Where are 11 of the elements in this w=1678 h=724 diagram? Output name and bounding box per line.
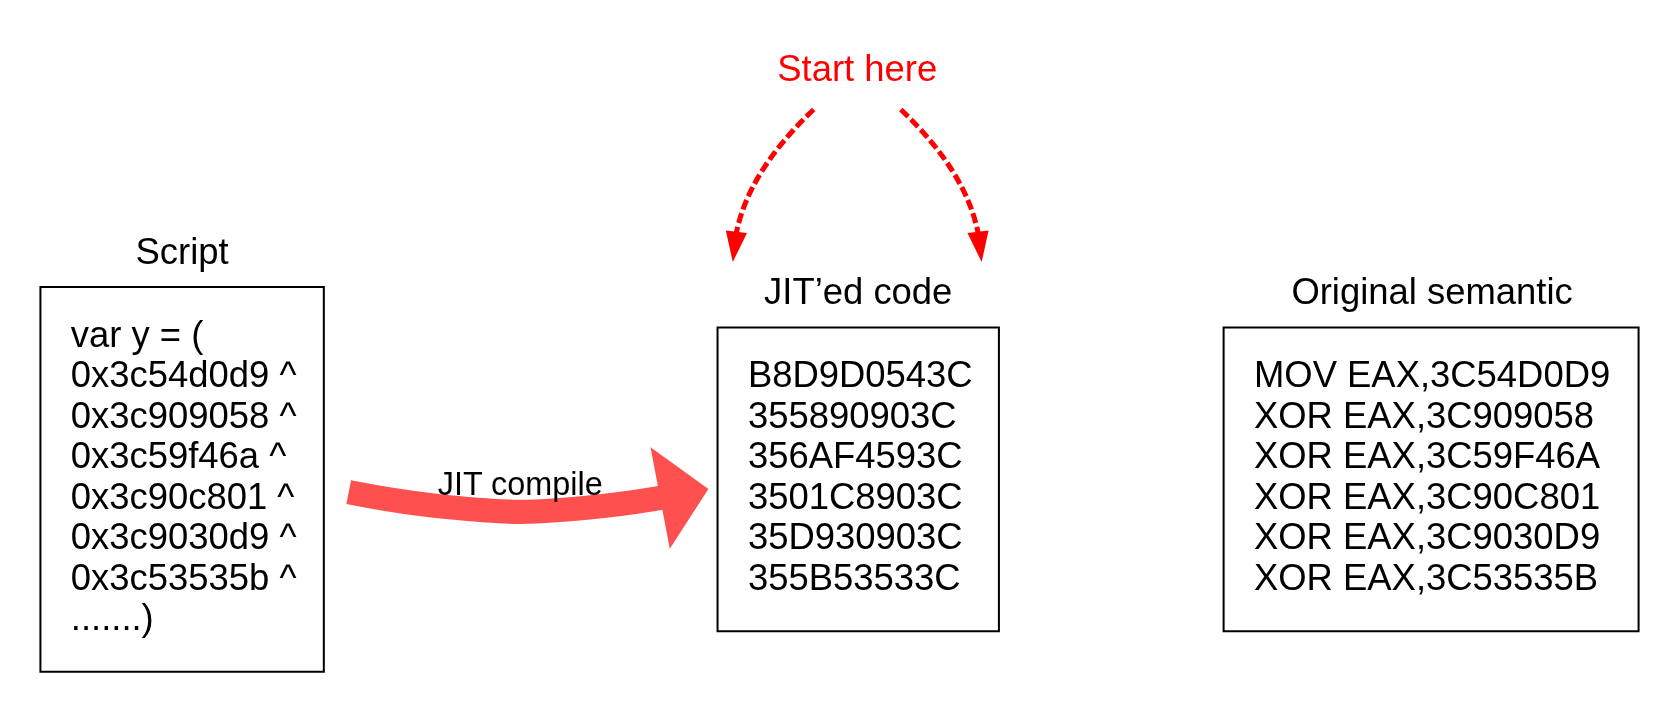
arrow	[899, 107, 989, 262]
node-text: Start here	[777, 48, 938, 90]
node-box: MOV EAX,3C54D0D9 XOR EAX,3C909058 XOR EAX,3C59F46A XOR EAX,3C90C801 XOR EAX,3C9030D9 XOR EAX,3C53535B	[1222, 326, 1640, 633]
edge-label: JIT compile	[437, 466, 603, 503]
node-label: Script	[135, 230, 229, 272]
node-label: Original semantic	[1291, 271, 1573, 313]
arrow	[346, 447, 709, 549]
arrow	[725, 107, 816, 262]
node-box: var y = ( 0x3c54d0d9 ^ 0x3c909058 ^ 0x3c59f46a ^ 0x3c90c801 ^ 0x3c9030d9 ^ 0x3c53535b ^ .......)	[39, 286, 325, 673]
node-label: JIT’ed code	[764, 271, 953, 313]
node-box: B8D9D0543C 355890903C 356AF4593C 3501C8903C 35D930903C 355B53533C	[716, 326, 1000, 633]
